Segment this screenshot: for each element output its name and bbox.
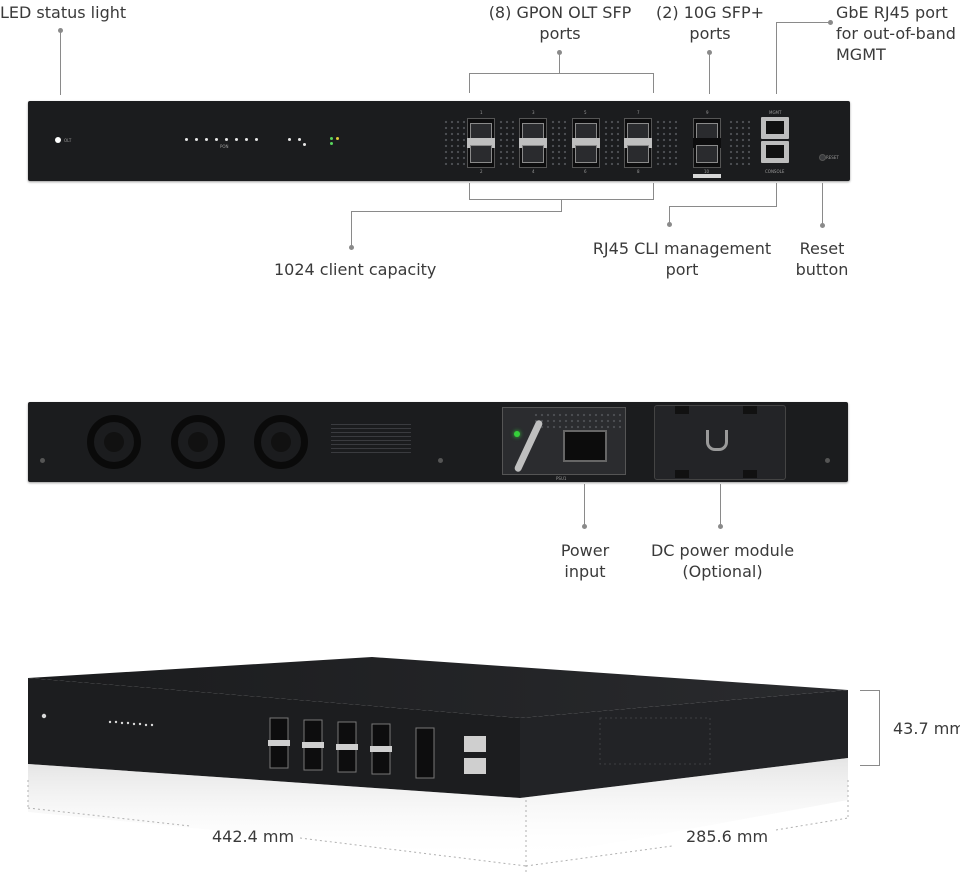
- olt-status-led: [55, 137, 61, 143]
- port-number-1: 1: [480, 110, 483, 115]
- bracket-gpon-top: [469, 73, 654, 74]
- leader-dot-cli: [667, 222, 672, 227]
- leader-dot-led: [58, 28, 63, 33]
- olt-led-label: OLT: [64, 138, 72, 143]
- left-vent: [443, 119, 465, 165]
- psu-label: PSU1: [556, 476, 567, 481]
- callout-gpon-ports: (8) GPON OLT SFP ports: [488, 3, 632, 43]
- leader-dot-reset: [820, 223, 825, 228]
- leader-line-gpon-stem: [559, 52, 560, 73]
- leader-dot-power: [582, 524, 587, 529]
- ubiquiti-logo-icon: [706, 430, 728, 451]
- leader-dot-capacity: [349, 245, 354, 250]
- sfp-plus-number-9: 9: [706, 110, 709, 115]
- device-reflection: [28, 764, 520, 860]
- port-number-2: 2: [480, 169, 483, 174]
- vent-5: [728, 119, 750, 165]
- gpon-port-7-8[interactable]: [624, 118, 652, 168]
- port-number-6: 6: [584, 169, 587, 174]
- gpon-port-1-2[interactable]: [467, 118, 495, 168]
- vent-2: [550, 119, 566, 165]
- leader-line-sfp-plus: [709, 52, 710, 94]
- pon-led-label: PON: [220, 144, 229, 149]
- reset-label: RESET: [826, 155, 839, 160]
- callout-gbe-mgmt-port: GbE RJ45 port for out-of-band MGMT: [836, 3, 956, 64]
- fan-1: [87, 415, 141, 469]
- vent-4: [655, 119, 677, 165]
- gpon-port-5-6[interactable]: [572, 118, 600, 168]
- callout-client-capacity: 1024 client capacity: [274, 260, 437, 279]
- callout-power-input: Power input: [560, 541, 610, 581]
- sfp-plus-port[interactable]: [693, 118, 721, 168]
- psu-led: [514, 431, 520, 437]
- leader-line-mgmt-h: [776, 22, 830, 23]
- dimension-width: 442.4 mm: [212, 827, 295, 846]
- sfp-plus-number-10: 10: [704, 169, 710, 174]
- dimension-height: 43.7 mm: [893, 719, 960, 738]
- ac-power-inlet[interactable]: [563, 430, 607, 462]
- regulatory-label: [331, 424, 411, 454]
- console-port-label: CONSOLE: [765, 169, 785, 174]
- fan-2: [171, 415, 225, 469]
- dimension-depth: 285.6 mm: [686, 827, 769, 846]
- psu-module: [502, 407, 626, 475]
- reset-pinhole[interactable]: [819, 154, 826, 161]
- console-rj45-port[interactable]: [761, 141, 789, 163]
- vent-1: [498, 119, 514, 165]
- fan-3: [254, 415, 308, 469]
- leader-line-led: [60, 31, 61, 95]
- port-number-8: 8: [637, 169, 640, 174]
- callout-reset-button: Reset button: [795, 239, 849, 279]
- leader-line-mgmt-v: [776, 22, 777, 94]
- mgmt-rj45-port[interactable]: [761, 117, 789, 139]
- port-number-4: 4: [532, 169, 535, 174]
- callout-cli-port: RJ45 CLI management port: [592, 239, 772, 279]
- callout-dc-module: DC power module (Optional): [650, 541, 795, 581]
- callout-led-status: LED status light: [0, 3, 127, 22]
- device-top-face: [28, 657, 848, 718]
- front-chassis: OLT PON 1 3 5 7 2 4 6 8: [28, 101, 850, 181]
- leader-dot-mgmt: [828, 20, 833, 25]
- port-number-5: 5: [584, 110, 587, 115]
- port-number-7: 7: [637, 110, 640, 115]
- vent-3: [603, 119, 619, 165]
- port-number-3: 3: [532, 110, 535, 115]
- dc-module-cover: [654, 405, 786, 480]
- leader-dot-dc: [718, 524, 723, 529]
- device-side-face: [520, 690, 848, 798]
- sfp-plus-badge: [693, 174, 721, 178]
- rear-chassis: PSU1: [28, 402, 848, 482]
- mgmt-port-label: MGMT: [769, 110, 782, 115]
- callout-sfp-plus-ports: (2) 10G SFP+ ports: [655, 3, 764, 43]
- gpon-port-3-4[interactable]: [519, 118, 547, 168]
